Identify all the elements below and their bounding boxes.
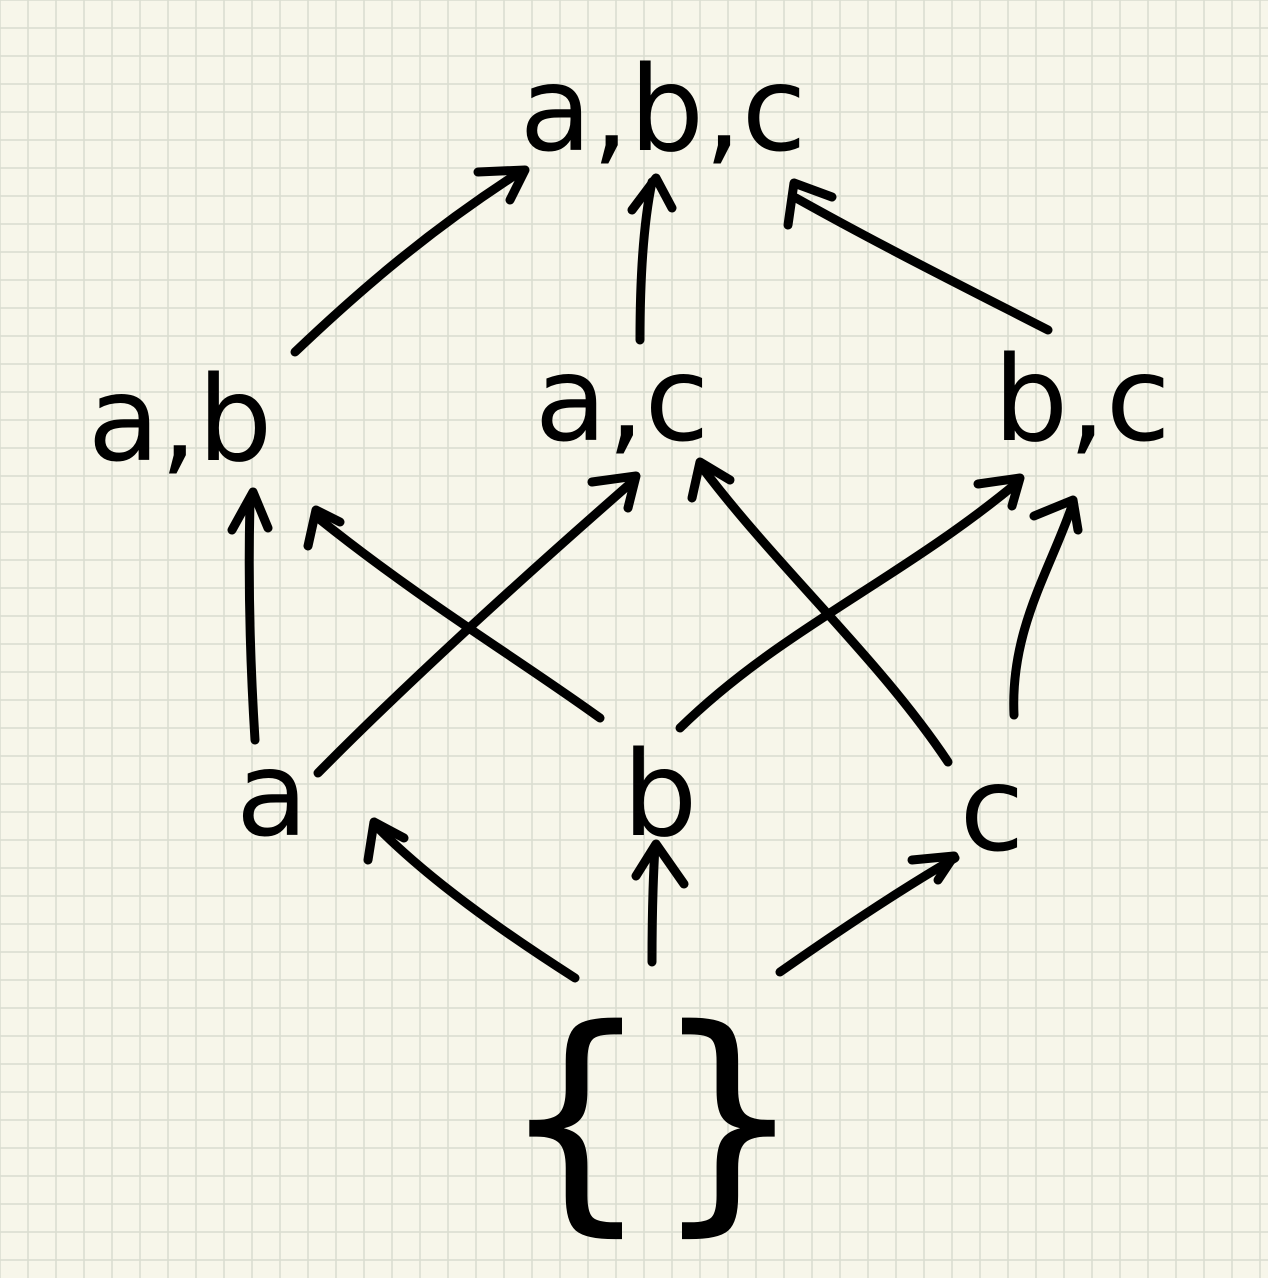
- node-ab: a,b: [88, 350, 273, 488]
- edge-b-to-ab-arrowhead: [303, 505, 345, 551]
- node-c: c: [960, 740, 1025, 878]
- edge-b-to-bc-arrowhead: [973, 473, 1025, 511]
- edge-ab-to-abc-arrowhead: [473, 165, 530, 205]
- edge-a-to-ac-arrowhead: [587, 471, 641, 513]
- edge-c-to-ac: [699, 465, 953, 767]
- node-a: a: [236, 725, 308, 863]
- edge-bc-to-abc-arrowhead: [783, 178, 837, 230]
- edge-empty-to-b: [647, 841, 660, 967]
- edges: [227, 165, 1083, 983]
- edge-c-to-bc: [1009, 501, 1077, 720]
- edge-a-to-ab: [244, 497, 260, 745]
- edge-c-to-ac-arrowhead: [687, 457, 735, 503]
- edge-c-to-bc-arrowhead: [1029, 495, 1083, 535]
- edge-ab-to-abc: [290, 167, 525, 357]
- node-bc: b,c: [993, 330, 1170, 468]
- edge-bc-to-abc: [791, 193, 1053, 335]
- edge-empty-to-b-arrowhead: [631, 839, 689, 889]
- edge-empty-to-c: [775, 853, 960, 977]
- edge-empty-to-a: [373, 823, 580, 983]
- edge-empty-to-c-arrowhead: [907, 851, 959, 885]
- edge-b-to-bc: [675, 477, 1023, 733]
- edge-b-to-ab: [313, 513, 605, 723]
- edge-ac-to-abc-arrowhead: [627, 173, 677, 215]
- edge-ac-to-abc: [635, 177, 657, 345]
- node-ac: a,c: [535, 330, 710, 468]
- edge-a-to-ab-arrowhead: [227, 487, 273, 535]
- node-labels: a,b,c a,b a,c b,c a b c {}: [88, 40, 1171, 1257]
- node-abc: a,b,c: [519, 40, 806, 178]
- edge-empty-to-a-arrowhead: [363, 817, 409, 865]
- node-b: b: [623, 725, 698, 863]
- node-empty-set: {}: [499, 977, 804, 1257]
